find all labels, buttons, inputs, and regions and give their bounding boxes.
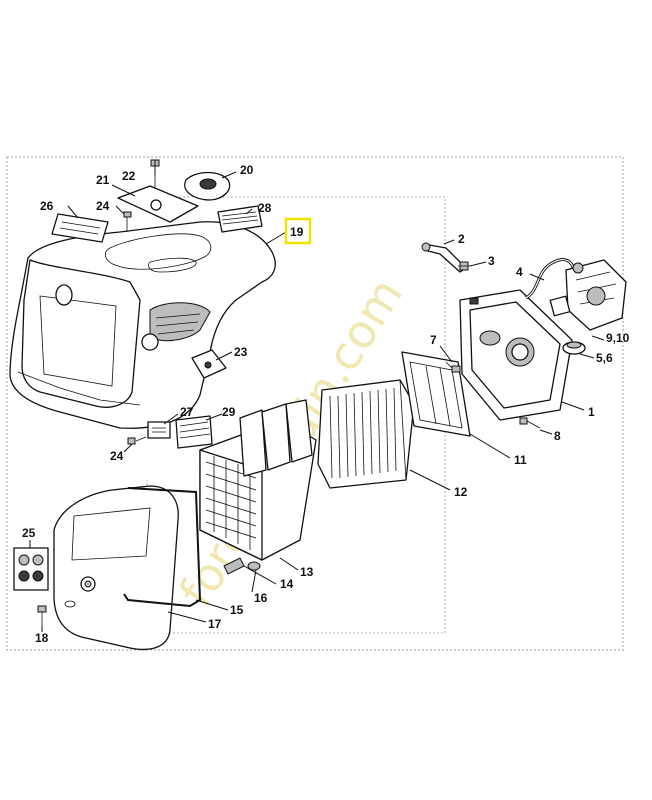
callout-26: 26 (40, 199, 54, 213)
label-26 (51, 213, 109, 243)
top-cover-part (9, 221, 276, 429)
callout-4: 4 (516, 265, 523, 279)
part-14-16 (223, 557, 261, 575)
label-29 (175, 415, 213, 449)
callout-2: 2 (458, 232, 465, 246)
gasket-15 (123, 487, 202, 608)
highlight-box-19 (284, 217, 312, 245)
callout-18: 18 (35, 631, 49, 645)
paper-filter-12 (317, 379, 415, 489)
group-box (146, 196, 446, 634)
callout-25: 25 (22, 526, 36, 540)
diagram-frame (6, 156, 624, 651)
screw-8 (519, 417, 541, 429)
callout-3: 3 (488, 254, 495, 268)
lever-2 (421, 242, 467, 273)
callout-28: 28 (258, 201, 272, 215)
carb-box-1 (459, 289, 573, 421)
screw-24-lower (127, 436, 147, 445)
callout-12: 12 (454, 485, 468, 499)
carburetor-9-10 (549, 259, 627, 331)
callout-17: 17 (208, 617, 222, 631)
label-27 (147, 421, 171, 439)
callout-22: 22 (122, 169, 136, 183)
callout-7: 7 (430, 333, 437, 347)
callout-8: 8 (554, 429, 561, 443)
callout-13: 13 (300, 565, 314, 579)
callout-14: 14 (280, 577, 294, 591)
screw-18 (37, 605, 47, 626)
label-28 (217, 205, 263, 233)
screw-24-top (123, 211, 132, 232)
part-5-6 (562, 341, 586, 355)
callout-9-10: 9,10 (606, 331, 630, 345)
callout-24a: 24 (96, 199, 110, 213)
callout-5-6: 5,6 (596, 351, 613, 365)
callout-19: 19 (290, 225, 304, 239)
filter-housing-13 (199, 399, 317, 561)
callout-27: 27 (180, 405, 194, 419)
lower-cover-17 (53, 485, 179, 651)
callout-24b: 24 (110, 449, 124, 463)
callout-29: 29 (222, 405, 236, 419)
part-7 (445, 361, 461, 373)
callout-16: 16 (254, 591, 268, 605)
frame-11 (401, 351, 471, 437)
leader-lines (29, 160, 605, 632)
callout-labels: 1 2 3 4 5,6 7 8 9,10 11 12 13 14 15 16 1… (22, 163, 630, 645)
callout-1: 1 (588, 405, 595, 419)
callout-23: 23 (234, 345, 248, 359)
part-3 (458, 261, 470, 271)
callout-20: 20 (240, 163, 254, 177)
label-25 (13, 547, 49, 591)
callout-11: 11 (514, 453, 527, 467)
callout-15: 15 (230, 603, 244, 617)
callout-21: 21 (96, 173, 110, 187)
